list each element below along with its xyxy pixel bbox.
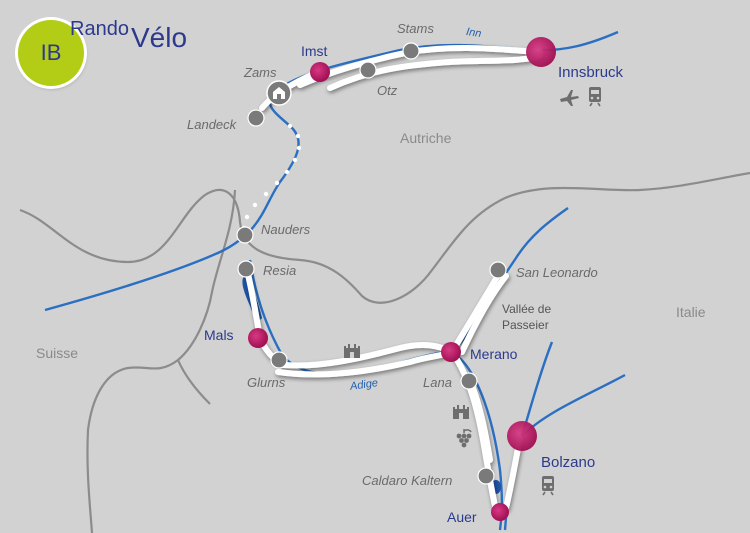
- label-valley-line1: Vallée de: [502, 302, 552, 316]
- label-resia: Resia: [263, 263, 297, 278]
- label-caldaro: Caldaro Kaltern: [362, 473, 453, 488]
- castle-icon-2: [453, 405, 469, 419]
- dotted-route: [241, 123, 302, 231]
- river-inn-label: Inn: [465, 25, 483, 41]
- label-imst: Imst: [301, 43, 328, 59]
- castle-icon: [344, 344, 360, 358]
- label-zams: Zams: [244, 65, 277, 80]
- airplane-icon: [560, 90, 579, 106]
- label-merano: Merano: [470, 346, 518, 362]
- bike-route: [243, 44, 543, 511]
- stop-mals: [248, 328, 268, 348]
- stop-bolzano: [507, 421, 537, 451]
- country-borders: [19, 171, 750, 533]
- stop-nauders: [236, 226, 254, 244]
- country-italy: Italie: [676, 304, 706, 320]
- label-bolzano: Bolzano: [541, 454, 596, 471]
- country-switzerland: Suisse: [36, 345, 79, 361]
- brand-badge-text: IB: [40, 40, 62, 65]
- rivers: [44, 30, 626, 531]
- stop-landeck: [247, 109, 265, 127]
- brand-badge: IB: [18, 20, 84, 86]
- stop-auer: [491, 503, 509, 521]
- country-austria: Autriche: [400, 130, 452, 146]
- label-lana: Lana: [423, 375, 452, 390]
- label-landeck: Landeck: [187, 117, 237, 132]
- label-glurns: Glurns: [247, 375, 286, 390]
- label-stams: Stams: [397, 21, 434, 36]
- label-innsbruck: Innsbruck: [558, 64, 624, 81]
- label-valley-line2: Passeier: [502, 318, 549, 333]
- label-auer: Auer: [447, 509, 477, 525]
- label-nauders: Nauders: [261, 222, 311, 237]
- major-stops: [248, 37, 556, 521]
- label-san-leonardo: San Leonardo: [516, 265, 598, 280]
- stop-imst: [310, 62, 330, 82]
- stop-glurns: [270, 351, 288, 369]
- label-mals: Mals: [204, 327, 234, 343]
- stop-resia: [237, 260, 255, 278]
- minor-stops: [236, 42, 507, 485]
- stop-merano: [441, 342, 461, 362]
- brand-velo: Vélo: [131, 22, 188, 53]
- stop-caldaro: [477, 467, 495, 485]
- label-valley-passeier: Vallée de Passeier: [502, 301, 551, 333]
- label-otz: Otz: [377, 83, 398, 98]
- church-icon: [266, 80, 292, 106]
- stop-innsbruck: [526, 37, 556, 67]
- stop-otz: [359, 61, 377, 79]
- brand-rando: Rando: [70, 18, 129, 40]
- grapes-icon: [456, 429, 472, 448]
- stop-stams: [402, 42, 420, 60]
- train-icon: [589, 87, 601, 107]
- stop-lana: [460, 372, 478, 390]
- train-icon-bolzano: [542, 476, 554, 496]
- stop-san-leonardo: [489, 261, 507, 279]
